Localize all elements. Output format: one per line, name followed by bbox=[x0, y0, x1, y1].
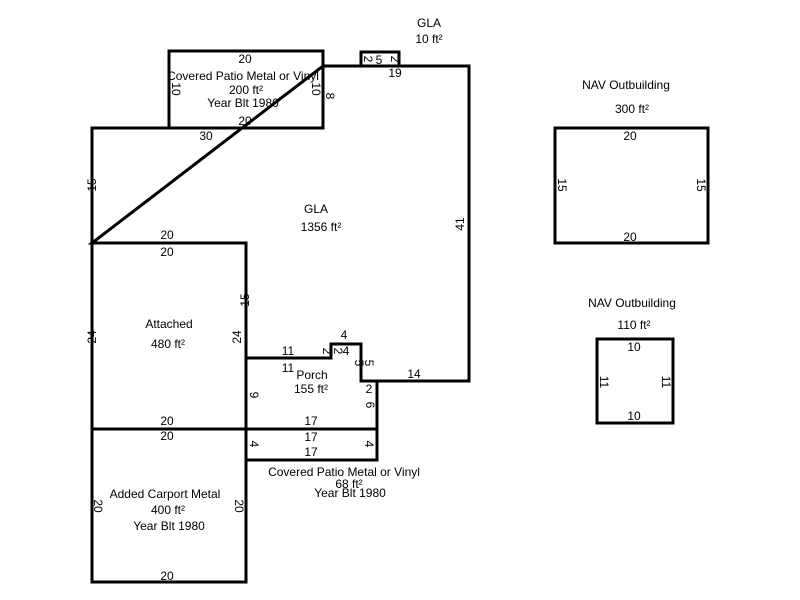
dim-gla-19: 19 bbox=[388, 66, 402, 80]
dim-outbuilding-large-left: 15 bbox=[555, 178, 569, 192]
dim-porch-notch-right: 5 bbox=[352, 360, 366, 367]
dim-patio-top-right: 10 bbox=[309, 82, 323, 96]
gla-small-outline bbox=[359, 50, 401, 68]
outbuilding-large-area: 300 ft² bbox=[615, 102, 649, 116]
dim-patio-bottom-right: 4 bbox=[362, 441, 376, 448]
dim-porch-bottom: 17 bbox=[304, 414, 318, 428]
dim-gla-4: 4 bbox=[341, 328, 348, 342]
dim-carport-bottom: 20 bbox=[160, 569, 174, 583]
dim-outbuilding-large-top: 20 bbox=[623, 129, 637, 143]
dim-gla-5: 5 bbox=[362, 360, 376, 367]
dim-patio-bottom-top: 17 bbox=[304, 430, 318, 444]
dim-porch-right: 6 bbox=[363, 402, 377, 409]
dim-attached-right: 24 bbox=[230, 330, 244, 344]
dim-patio-top-left: 10 bbox=[169, 82, 183, 96]
dim-patio-bottom-left: 4 bbox=[247, 441, 261, 448]
dim-outbuilding-small-left: 11 bbox=[597, 376, 611, 389]
dim-carport-right: 20 bbox=[232, 499, 246, 513]
dim-gla-left-15: 15 bbox=[85, 178, 99, 192]
covered-patio-top-area: 200 ft² bbox=[229, 83, 263, 97]
dim-outbuilding-large-bottom: 20 bbox=[623, 230, 637, 244]
covered-patio-bottom-label: Covered Patio Metal or Vinyl bbox=[268, 465, 420, 479]
dim-gla-30: 30 bbox=[199, 129, 213, 143]
dim-patio-bottom-bottom: 17 bbox=[304, 445, 318, 459]
dim-patio-top-top: 20 bbox=[238, 52, 252, 66]
dim-gla-14: 14 bbox=[407, 367, 421, 381]
dim-carport-left: 20 bbox=[91, 499, 105, 513]
dim-gla-11: 11 bbox=[282, 344, 295, 358]
attached-outline bbox=[90, 241, 248, 431]
outbuilding-small-outline bbox=[595, 337, 675, 425]
carport-label: Added Carport Metal bbox=[110, 487, 221, 501]
dim-porch-notch-top: 4 bbox=[343, 344, 350, 358]
dim-gla-small-right: 2 bbox=[388, 56, 402, 63]
carport-year: Year Blt 1980 bbox=[133, 519, 205, 533]
dim-gla-41: 41 bbox=[453, 217, 467, 231]
dim-patio-top-bottom: 20 bbox=[238, 114, 252, 128]
dim-gla-bottom-20: 20 bbox=[160, 228, 174, 242]
dim-gla-small-top: 5 bbox=[376, 53, 383, 67]
gla-small-area: 10 ft² bbox=[415, 32, 442, 46]
porch-area: 155 ft² bbox=[294, 382, 328, 396]
covered-patio-top-outline bbox=[167, 49, 325, 130]
outbuilding-small-area: 110 ft² bbox=[617, 318, 650, 332]
gla-small-label: GLA bbox=[417, 16, 441, 30]
dim-outbuilding-small-top: 10 bbox=[627, 340, 641, 354]
gla-main-outline bbox=[87, 64, 471, 383]
covered-patio-top-label: Covered Patio Metal or Vinyl bbox=[167, 69, 319, 83]
dim-outbuilding-small-bottom: 10 bbox=[627, 409, 641, 423]
outbuilding-large-label: NAV Outbuilding bbox=[582, 78, 670, 92]
dim-attached-top: 20 bbox=[160, 245, 174, 259]
dim-outbuilding-small-right: 11 bbox=[659, 376, 673, 389]
dim-gla-15: 15 bbox=[238, 293, 252, 307]
gla-main-area: 1356 ft² bbox=[301, 220, 342, 234]
dim-porch-step: 2 bbox=[366, 382, 373, 396]
dim-porch-notch-a: 2 bbox=[331, 348, 345, 355]
dim-gla-small-left: 2 bbox=[361, 56, 375, 63]
dim-attached-bottom: 20 bbox=[160, 414, 174, 428]
dim-attached-left: 24 bbox=[85, 330, 99, 344]
attached-area: 480 ft² bbox=[151, 337, 185, 351]
covered-patio-bottom-area: 68 ft² bbox=[335, 477, 362, 491]
covered-patio-top-year: Year Blt 1980 bbox=[207, 96, 279, 110]
dim-gla-8: 8 bbox=[323, 93, 337, 100]
dim-porch-top: 11 bbox=[282, 361, 295, 375]
covered-patio-bottom-year: Year Blt 1980 bbox=[314, 486, 386, 500]
carport-outline bbox=[90, 427, 248, 584]
gla-main-label: GLA bbox=[304, 202, 328, 216]
dim-gla-2: 2 bbox=[320, 348, 334, 355]
outbuilding-large-outline bbox=[553, 126, 710, 245]
attached-label: Attached bbox=[145, 317, 192, 331]
dim-outbuilding-large-right: 15 bbox=[694, 178, 708, 192]
porch-label: Porch bbox=[296, 368, 327, 382]
dim-porch-left: 9 bbox=[247, 392, 261, 399]
carport-area: 400 ft² bbox=[151, 503, 185, 517]
outbuilding-small-label: NAV Outbuilding bbox=[588, 296, 676, 310]
dim-carport-top: 20 bbox=[160, 429, 174, 443]
